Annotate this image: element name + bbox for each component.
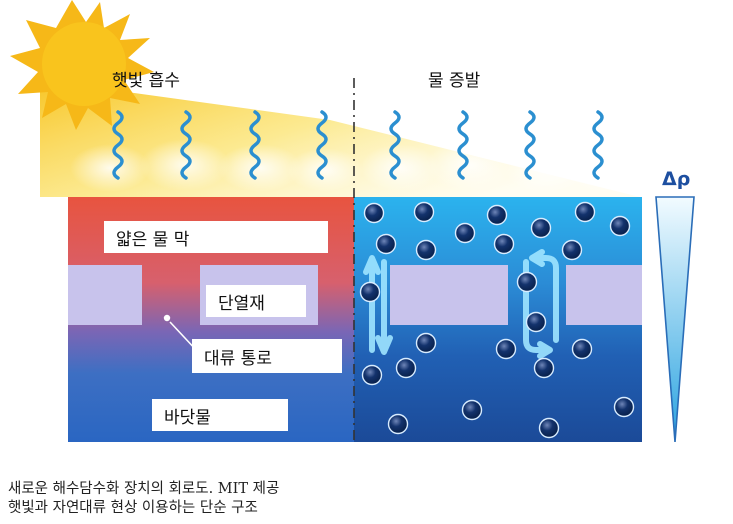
- salt-particle-icon: [525, 311, 547, 333]
- delta-rho-label: Δρ: [662, 168, 691, 190]
- salt-particle-icon: [495, 338, 517, 360]
- vapor-wave-icon: [524, 110, 536, 180]
- salt-particle-icon: [609, 215, 631, 237]
- vapor-wave-icon: [316, 110, 328, 180]
- salt-particle-icon: [530, 217, 552, 239]
- salt-particle-icon: [363, 202, 385, 224]
- salt-particle-icon: [375, 233, 397, 255]
- vapor-wave-icon: [457, 110, 469, 180]
- label-film: 얇은 물 막: [104, 221, 328, 253]
- salt-particle-icon: [415, 332, 437, 354]
- salt-particle-icon: [454, 222, 476, 244]
- density-gradient-icon: [655, 196, 695, 443]
- diagram-artwork: [10, 0, 695, 445]
- salt-particle-icon: [574, 201, 596, 223]
- salt-particle-icon: [538, 417, 560, 439]
- sun-icon: [10, 0, 154, 130]
- caption-line-1: 새로운 해수담수화 장치의 회로도. MIT 제공: [8, 481, 280, 497]
- salt-particle-icon: [516, 271, 538, 293]
- label-channel: 대류 통로: [192, 339, 342, 373]
- label-evaporate: 물 증발: [428, 71, 481, 91]
- desalination-diagram: 햇빛 흡수 물 증발 얇은 물 막 단열재 대류 통로 바닷물 Δρ: [10, 0, 695, 445]
- salt-particle-icon: [415, 239, 437, 261]
- label-absorb: 햇빛 흡수: [112, 71, 180, 91]
- label-insulator: 단열재: [206, 285, 306, 317]
- figure-caption: 새로운 해수담수화 장치의 회로도. MIT 제공 햇빛과 자연대류 현상 이용…: [8, 480, 728, 518]
- salt-particle-icon: [387, 413, 409, 435]
- salt-particle-icon: [413, 201, 435, 223]
- salt-particle-icon: [493, 233, 515, 255]
- vapor-wave-icon: [249, 110, 261, 180]
- salt-particles: [359, 201, 635, 439]
- salt-particle-icon: [613, 396, 635, 418]
- salt-particle-icon: [571, 338, 593, 360]
- salt-particle-icon: [533, 357, 555, 379]
- salt-particle-icon: [359, 281, 381, 303]
- salt-particle-icon: [486, 204, 508, 226]
- vapor-waves: [112, 110, 604, 180]
- salt-particle-icon: [561, 239, 583, 261]
- salt-particle-icon: [461, 399, 483, 421]
- vapor-wave-icon: [389, 110, 401, 180]
- channel-marker: [163, 314, 171, 322]
- caption-line-2: 햇빛과 자연대류 현상 이용하는 단순 구조: [8, 500, 258, 516]
- vapor-wave-icon: [180, 110, 192, 180]
- vapor-wave-icon: [112, 110, 124, 180]
- salt-particle-icon: [361, 364, 383, 386]
- salt-particle-icon: [395, 357, 417, 379]
- vapor-clouds: [70, 139, 641, 192]
- label-bottom-water: 바닷물: [152, 399, 288, 431]
- vapor-wave-icon: [592, 110, 604, 180]
- convection-arrow-icon: [363, 249, 559, 359]
